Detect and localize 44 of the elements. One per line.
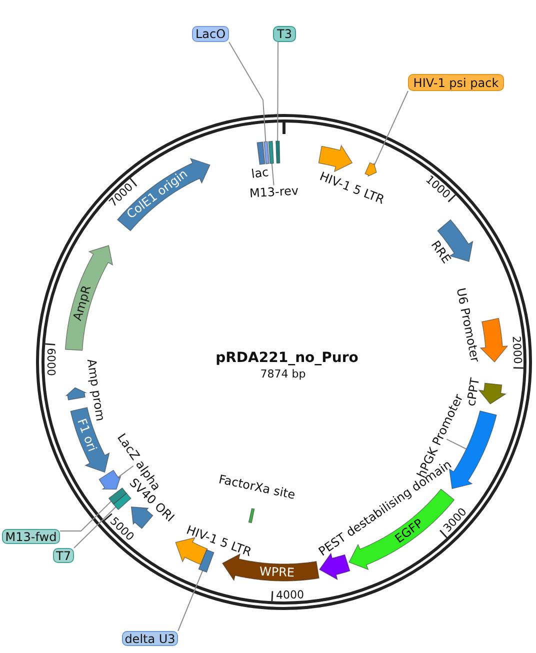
feature-block (197, 548, 215, 574)
plasmid-feature (477, 382, 507, 405)
feature-label: U6 Promoter (455, 287, 482, 364)
feature-label: F1 ori (75, 416, 98, 453)
feature-label: M13-rev (249, 184, 300, 200)
callout-label: T7 (53, 548, 74, 563)
leader-line (118, 465, 134, 478)
leader-line (277, 42, 278, 142)
feature-label: FactorXa site (218, 473, 297, 502)
feature-block (256, 141, 266, 166)
leader-line (374, 90, 408, 166)
plasmid-feature (64, 244, 114, 352)
tick-label: 4000 (276, 589, 304, 601)
feature-label: HIV-1 5 LTR (318, 170, 386, 206)
feature-block (274, 140, 281, 165)
leader-line (446, 438, 467, 450)
feature-label: AmpR (71, 284, 93, 322)
callout-label: HIV-1 psi pack (408, 74, 504, 91)
leader-line (178, 570, 204, 632)
plasmid-feature (479, 317, 509, 363)
tick-label: 2000 (510, 336, 523, 364)
feature-label: lac (250, 166, 270, 181)
tick-label: 6000 (45, 348, 57, 376)
plasmid-length: 7874 bp (260, 368, 306, 380)
callout-label: LacO (192, 26, 229, 42)
leader-line (74, 506, 116, 548)
plasmid-feature (364, 161, 378, 178)
plasmid-feature (65, 386, 87, 402)
callout-label: T3 (273, 26, 296, 42)
plasmid-name: pRDA221_no_Puro (216, 351, 358, 365)
site-marker (247, 507, 256, 524)
feature-block (267, 140, 275, 165)
feature-block (107, 486, 128, 506)
leader-line (271, 162, 274, 186)
plasmid-feature (98, 469, 122, 491)
feature-block (262, 140, 271, 165)
callout-label: delta U3 (122, 631, 178, 646)
callout-label: M13-fwd (2, 529, 60, 544)
feature-label: WPRE (259, 566, 295, 579)
feature-label: cPPT (464, 376, 481, 407)
feature-label: HIV-1 5 LTR (184, 524, 253, 559)
plasmid-feature (317, 144, 354, 173)
leader-line (228, 42, 266, 142)
leader-line (60, 500, 112, 532)
